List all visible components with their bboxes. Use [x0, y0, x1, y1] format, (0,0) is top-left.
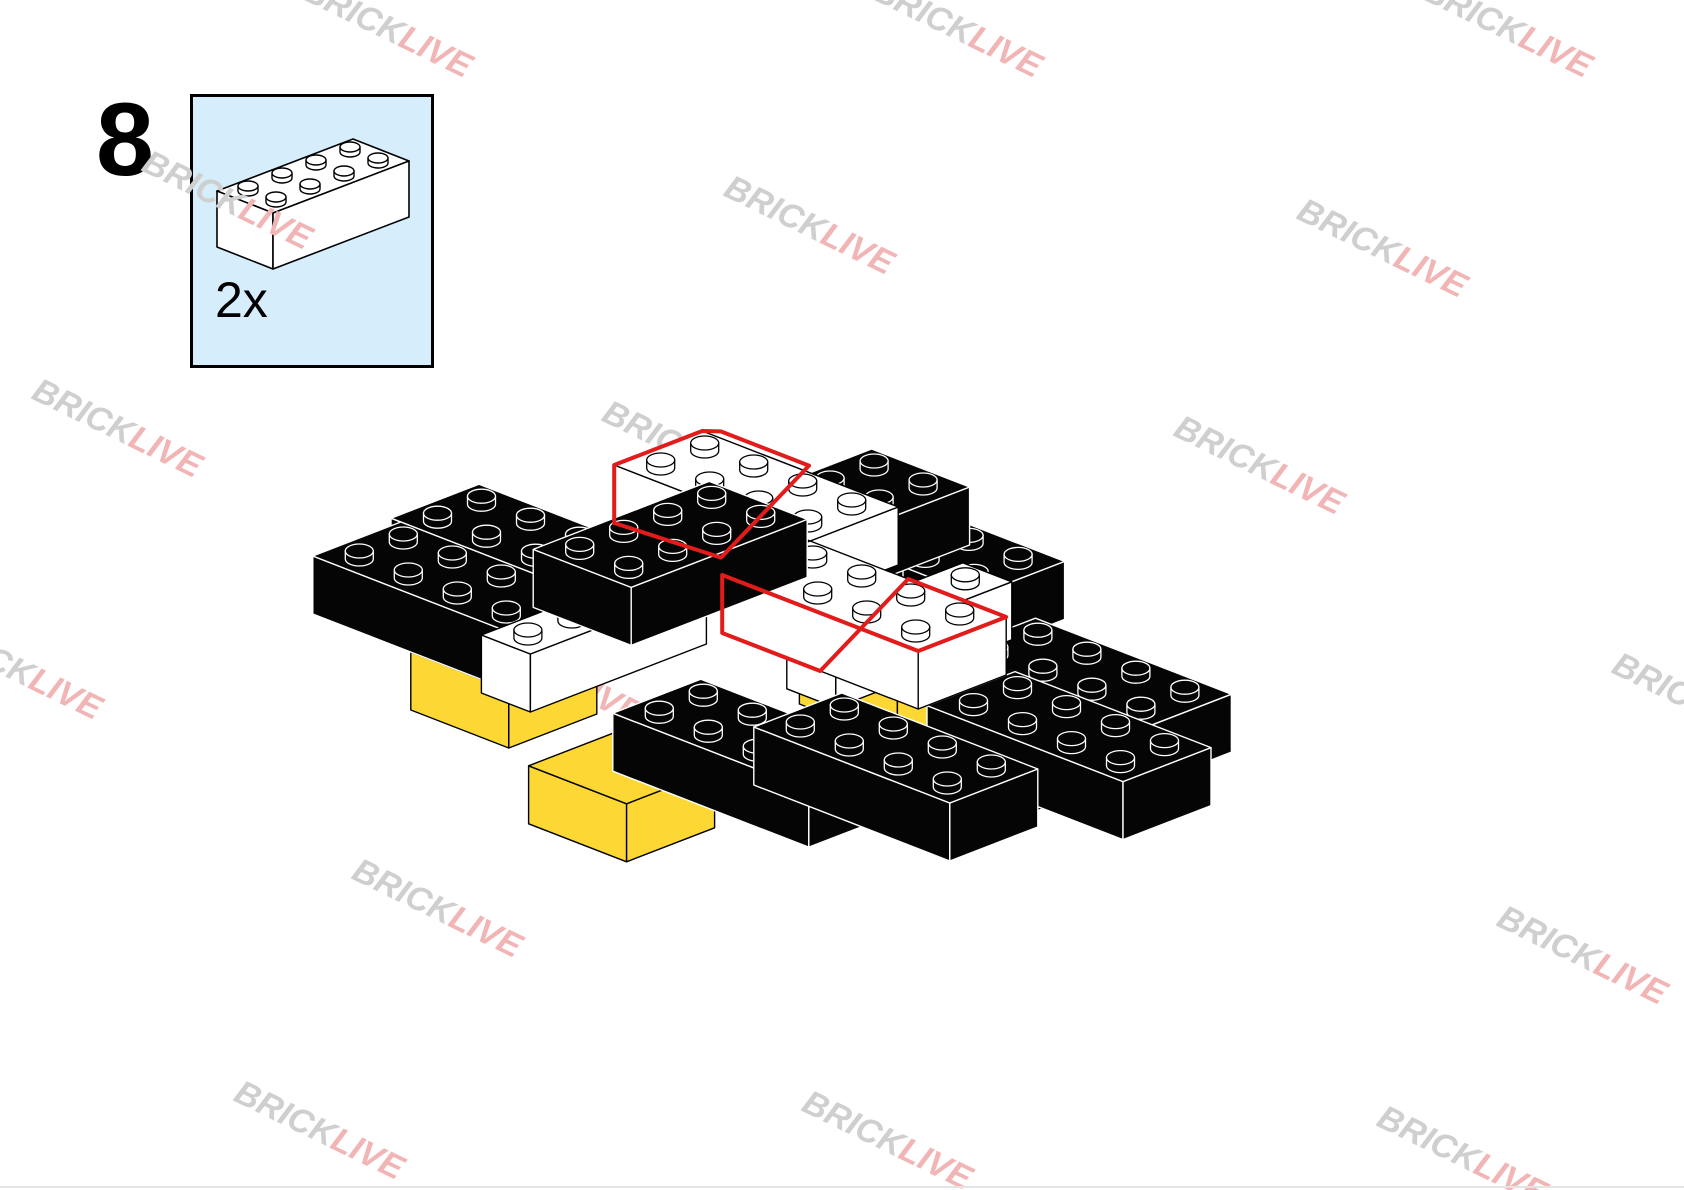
white-brick-2x4-icon: [216, 138, 410, 270]
stud: [515, 507, 546, 531]
stud: [1170, 679, 1200, 703]
stud: [908, 472, 938, 496]
mini-stud-top: [333, 165, 355, 177]
stud: [785, 714, 815, 738]
stud: [1003, 546, 1033, 571]
stud: [834, 733, 864, 757]
stud: [1056, 730, 1087, 755]
stud: [976, 754, 1006, 778]
stud: [1105, 749, 1136, 774]
stud: [422, 505, 453, 529]
stud: [646, 452, 676, 476]
stud: [442, 581, 472, 605]
step-number: 8: [96, 82, 154, 198]
stud: [1077, 677, 1107, 701]
stud: [1100, 713, 1131, 738]
stud: [1121, 660, 1151, 684]
stud: [702, 521, 732, 546]
part-quantity: 2x: [215, 272, 268, 328]
stud: [878, 716, 908, 740]
stud: [1002, 675, 1033, 700]
stud: [437, 545, 467, 569]
stud: [690, 435, 720, 459]
stud: [486, 564, 516, 588]
center-black-brick-front-top-face: [532, 480, 808, 589]
mini-stud-top: [339, 141, 361, 153]
front-black-brick-b-top-face: [753, 692, 1039, 804]
stud: [644, 700, 674, 724]
mini-stud-top: [237, 180, 259, 192]
stud: [896, 583, 926, 607]
stud: [614, 555, 644, 580]
stud: [739, 454, 769, 478]
stud: [1007, 711, 1038, 736]
stud: [829, 697, 859, 721]
stud: [1051, 694, 1082, 719]
stud: [958, 692, 989, 717]
stud: [693, 719, 723, 743]
stud: [901, 619, 931, 643]
stud: [1072, 641, 1102, 665]
stud: [1126, 696, 1156, 720]
stud: [950, 567, 980, 591]
bottom-divider: [0, 1186, 1684, 1188]
stud: [837, 492, 867, 516]
stud: [737, 702, 767, 726]
highlight-outline-b: [720, 573, 1009, 673]
mini-stud-top: [367, 152, 389, 164]
stud: [1149, 732, 1180, 757]
stud: [847, 564, 877, 588]
highlight-outline-a: [612, 429, 811, 560]
stud: [803, 581, 833, 605]
stud: [344, 543, 374, 567]
stud: [388, 526, 418, 550]
stud: [565, 536, 595, 561]
mini-stud-top: [305, 154, 327, 166]
stud: [883, 752, 913, 776]
stud: [927, 735, 957, 759]
mini-stud-top: [299, 178, 321, 190]
mini-stud-top: [271, 167, 293, 179]
stud: [466, 488, 497, 512]
mini-stud-top: [265, 191, 287, 203]
stud: [471, 524, 502, 548]
stud: [688, 683, 718, 707]
stud: [697, 485, 727, 510]
stud: [945, 602, 975, 626]
stud: [1028, 658, 1058, 682]
stud: [1023, 622, 1053, 646]
stud: [513, 622, 543, 646]
parts-list-box: 2x: [190, 94, 434, 368]
stud: [859, 453, 889, 477]
stud: [932, 771, 962, 795]
stud: [393, 562, 423, 586]
stud: [491, 600, 521, 624]
stud: [653, 502, 683, 527]
